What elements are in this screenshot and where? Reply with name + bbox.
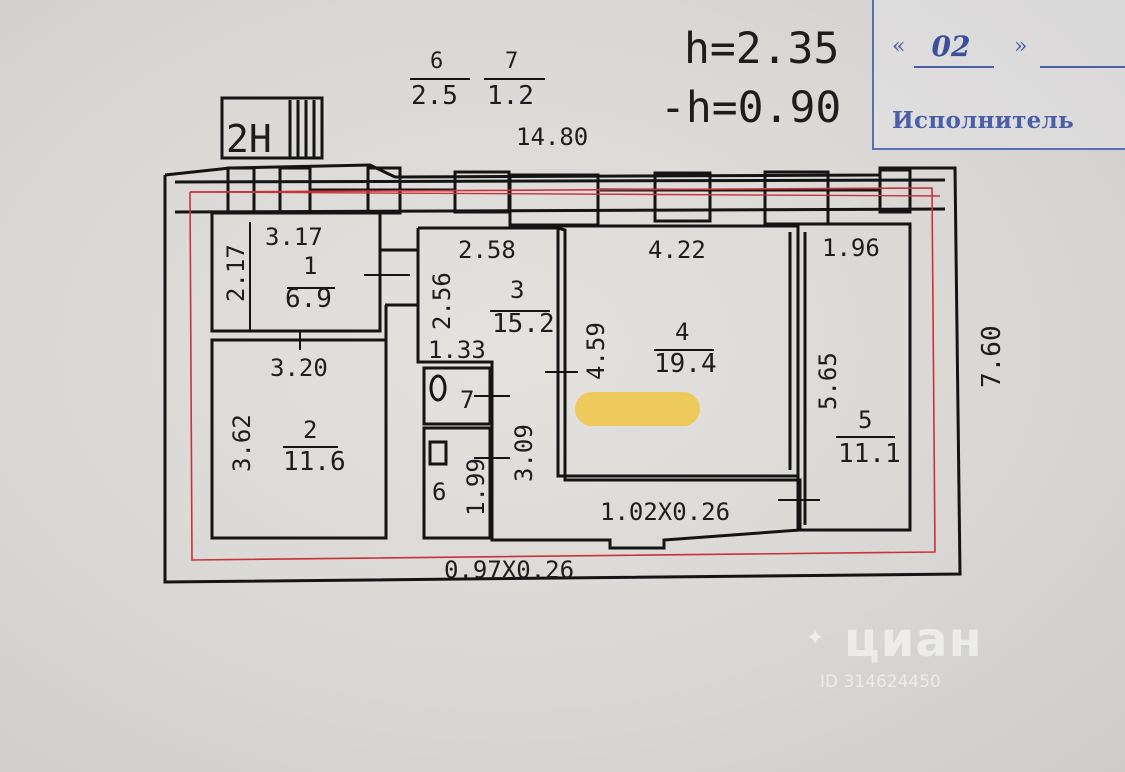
col6-num: 6	[430, 49, 443, 74]
watermark-brand: циан	[844, 612, 983, 668]
floor-level: -h=0.90	[660, 83, 841, 133]
room-1-walls	[210, 211, 382, 333]
col7-num: 7	[505, 49, 518, 74]
room-3-number: 3	[510, 276, 524, 304]
room-6-walls	[422, 426, 492, 540]
room-5-number: 5	[858, 406, 872, 434]
total-length: 14.80	[516, 123, 588, 151]
room-5-walls	[796, 222, 912, 532]
stamp-line-1	[914, 66, 994, 68]
col6-val: 2.5	[411, 81, 458, 111]
stamp-number: 02	[931, 30, 971, 63]
stamp-box: « 02 » Исполнитель	[872, 0, 1125, 150]
room-6-number: 6	[432, 478, 446, 506]
stamp-open-quote: «	[892, 34, 906, 59]
room-5-dim-a: 1.96	[822, 234, 880, 262]
room-6-dim-a: 1.99	[462, 458, 490, 516]
stair-label: 2H	[226, 117, 272, 161]
room-7-number: 7	[460, 386, 474, 414]
room-2-area: 11.6	[283, 447, 346, 477]
room-3-dim-c: 1.33	[428, 336, 486, 364]
room-1-dim-b: 2.17	[222, 244, 250, 302]
room-4-area: 19.4	[654, 349, 717, 379]
room-2-dim-a: 3.20	[270, 354, 328, 382]
cian-logo-icon: ✦	[806, 618, 825, 653]
room-2-dim-b: 3.62	[228, 414, 256, 472]
watermark-id: ID 314624450	[820, 672, 941, 692]
room-5-area: 11.1	[838, 439, 901, 469]
red-contour	[189, 187, 936, 561]
room-4-dim-a: 4.22	[648, 236, 706, 264]
stamp-close-quote: »	[1014, 34, 1028, 59]
stamp-executor: Исполнитель	[892, 107, 1075, 134]
overall-width: 7.60	[977, 325, 1007, 388]
room-1-number: 1	[303, 252, 317, 280]
room-1-dim-a: 3.17	[265, 223, 323, 251]
ceiling-height: h=2.35	[684, 24, 839, 74]
col7-val: 1.2	[487, 81, 534, 111]
room-2-number: 2	[303, 416, 317, 444]
room-1-area: 6.9	[285, 284, 332, 314]
room-3-area: 15.2	[492, 309, 555, 339]
room-5-dim-b: 5.65	[814, 352, 842, 410]
room-6-dim-b: 3.09	[510, 424, 538, 482]
room-4-number: 4	[675, 318, 689, 346]
highlight-marker	[575, 392, 700, 426]
niche-label-2: 0.97X0.26	[444, 556, 574, 584]
stamp-line-2	[1040, 66, 1125, 68]
room-3-dim-a: 2.58	[458, 236, 516, 264]
room-3-dim-b: 2.56	[428, 272, 456, 330]
room-4-dim-b: 4.59	[582, 322, 610, 380]
niche-label-1: 1.02X0.26	[600, 498, 730, 526]
stair-block	[220, 96, 324, 160]
